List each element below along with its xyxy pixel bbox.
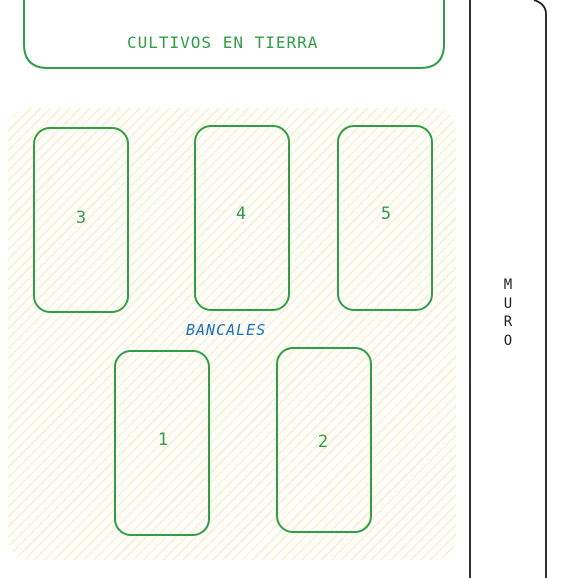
wall-letter: O bbox=[503, 332, 513, 349]
bed-4 bbox=[194, 125, 290, 311]
bed-5 bbox=[337, 125, 433, 311]
bed-5-label: 5 bbox=[380, 204, 392, 224]
wall-letter: M bbox=[503, 277, 513, 293]
wall-label: M U R O bbox=[496, 276, 520, 350]
crops-area-border bbox=[23, 0, 445, 69]
wall-letter: R bbox=[503, 314, 513, 330]
bed-4-label: 4 bbox=[235, 204, 247, 224]
bancales-label: BANCALES bbox=[186, 321, 267, 339]
wall-letter: U bbox=[503, 295, 513, 312]
bed-3-label: 3 bbox=[75, 208, 87, 228]
bed-1-label: 1 bbox=[157, 430, 169, 450]
bancales-area bbox=[8, 108, 456, 560]
bed-2 bbox=[276, 347, 372, 533]
bed-2-label: 2 bbox=[317, 432, 329, 452]
bed-1 bbox=[114, 350, 210, 536]
wall-border bbox=[469, 0, 547, 578]
bed-3 bbox=[33, 127, 129, 313]
crops-area-label: CULTIVOS EN TIERRA bbox=[127, 33, 319, 52]
